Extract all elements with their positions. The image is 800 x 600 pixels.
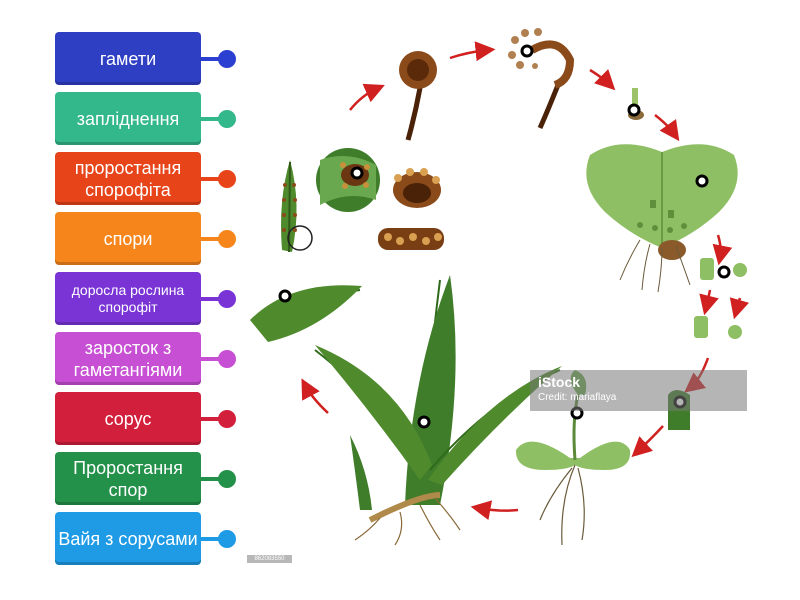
connector [201,57,227,61]
hotspot-sorus[interactable] [350,166,364,180]
drag-pin[interactable] [218,50,236,68]
label-gametes[interactable]: гамети [55,32,201,85]
frond-with-sori-illustration [281,160,313,253]
label-row: сорус [55,392,240,447]
watermark: iStock Credit: mariaflaya [530,370,747,411]
label-prothallus-gametangia[interactable]: заросток з гаметангіями [55,332,201,385]
connector [201,177,227,181]
drag-pin[interactable] [218,530,236,548]
sporangium-open-illustration [508,28,575,130]
drag-pin[interactable] [218,110,236,128]
label-frond-with-sori[interactable]: Вайя з сорусами [55,512,201,565]
hotspot-prothallus[interactable] [695,174,709,188]
label-row: Проростання спор [55,452,240,507]
drag-pin[interactable] [218,470,236,488]
hotspot-spores[interactable] [520,44,534,58]
cycle-arrows [301,41,750,521]
sporangium-closed-illustration [399,51,437,141]
hotspot-adult-sporophyte[interactable] [417,415,431,429]
sorus-closeup-illustration [316,148,380,212]
connector [201,237,227,241]
sporangia-illustration [378,168,444,250]
adult-sporophyte-illustration [250,275,562,546]
label-sporophyte-germination[interactable]: проростання спорофіта [55,152,201,205]
label-row: запліднення [55,92,240,147]
label-row: заросток з гаметангіями [55,332,240,387]
connector [201,537,227,541]
label-row: проростання спорофіта [55,152,240,207]
stock-id: 862083550 [247,555,292,563]
label-row: доросла рослина спорофіт [55,272,240,327]
watermark-credit: Credit: mariaflaya [538,392,617,403]
hotspot-gametes[interactable] [717,265,731,279]
connector [201,357,227,361]
hotspot-spore-germination[interactable] [627,103,641,117]
drag-pin[interactable] [218,410,236,428]
label-fertilization[interactable]: запліднення [55,92,201,145]
drag-pin[interactable] [218,230,236,248]
label-adult-sporophyte[interactable]: доросла рослина спорофіт [55,272,201,325]
connector [201,477,227,481]
drag-pin[interactable] [218,290,236,308]
drag-pin[interactable] [218,170,236,188]
label-row: Вайя з сорусами [55,512,240,567]
label-row: спори [55,212,240,267]
label-row: гамети [55,32,240,87]
label-spore-germination[interactable]: Проростання спор [55,452,201,505]
prothallus-illustration [586,144,738,293]
drag-pin[interactable] [218,350,236,368]
label-sorus[interactable]: сорус [55,392,201,445]
connector [201,417,227,421]
watermark-logo: iStock [538,374,581,390]
hotspot-frond-with-sori[interactable] [278,289,292,303]
label-spores[interactable]: спори [55,212,201,265]
connector [201,297,227,301]
connector [201,117,227,121]
